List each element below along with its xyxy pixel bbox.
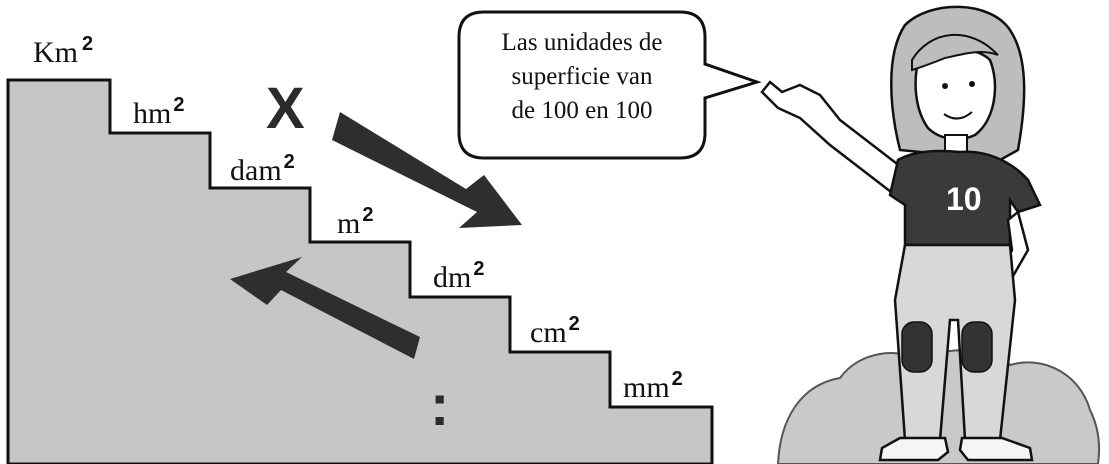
staircase: [6, 78, 714, 464]
svg-text:m2: m2: [337, 204, 373, 240]
shirt-number: 10: [946, 181, 982, 217]
right-eye: [969, 81, 975, 87]
speech-bubble: [457, 10, 762, 160]
bangs: [911, 33, 999, 72]
left-knee-patch: [901, 321, 933, 373]
divide-operator: :: [430, 373, 449, 438]
right-knee-patch: [961, 321, 993, 373]
smile: [943, 111, 973, 120]
svg-text:Km2: Km2: [33, 33, 93, 69]
svg-text:cm2: cm2: [530, 313, 580, 349]
shirt: [888, 149, 1042, 247]
svg-text:hm2: hm2: [133, 94, 184, 130]
svg-text:dm2: dm2: [433, 258, 484, 294]
up-left-arrow: [230, 257, 420, 359]
speech-bubble-line-3: de 100 en 100: [512, 97, 653, 124]
pants: [893, 243, 1017, 442]
girl-illustration: 10: [760, 5, 1100, 464]
svg-text:mm2: mm2: [623, 368, 683, 404]
down-right-arrow: [332, 112, 522, 228]
raised-arm: [760, 80, 907, 197]
multiply-operator: X: [266, 76, 305, 141]
right-shoe: [958, 436, 1034, 462]
speech-bubble-line-2: superficie van: [512, 63, 653, 90]
left-eye: [942, 83, 948, 89]
left-shoe: [878, 436, 950, 462]
speech-bubble-line-1: Las unidades de: [501, 29, 662, 56]
